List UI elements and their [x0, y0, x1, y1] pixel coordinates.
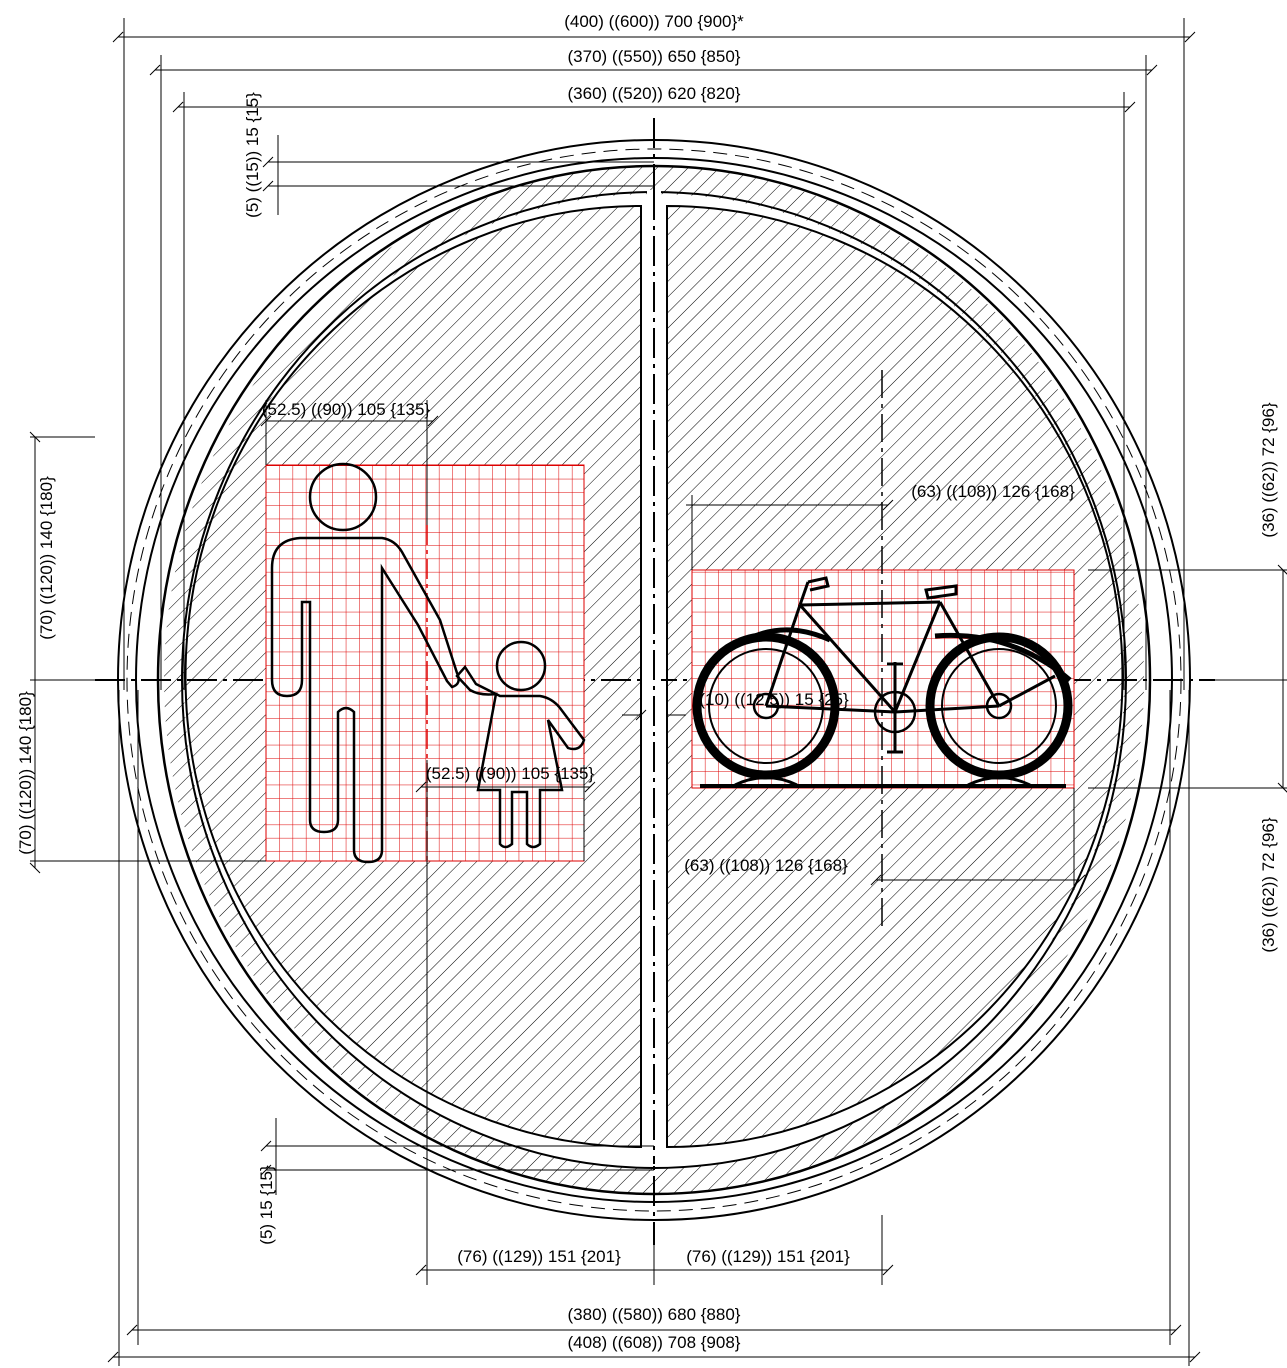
bicycle-grid — [691, 569, 1075, 789]
dim-bottom-half-left: (76) ((129)) 151 {201} — [457, 1247, 621, 1266]
dim-divider-gap: (10) ((12.5)) 15 {25} — [699, 690, 849, 709]
dim-left-border-top: (5) ((15)) 15 {15} — [243, 92, 262, 218]
dim-top-overall: (400) ((600)) 700 {900}* — [564, 12, 744, 31]
dim-bicycle-width-top: (63) ((108)) 126 {168} — [911, 482, 1075, 501]
dim-left-border-bottom: (5) 15 {15} — [257, 1165, 276, 1245]
dim-bottom-half-right: (76) ((129)) 151 {201} — [686, 1247, 850, 1266]
dim-pedestrian-width-bottom: (52.5) ((90)) 105 {135} — [426, 764, 595, 783]
dim-bicycle-height-lower: (36) ((62)) 72 {96} — [1259, 817, 1278, 952]
dim-top-third: (360) ((520)) 620 {820} — [568, 84, 741, 103]
divider-strip — [647, 190, 661, 1164]
dim-pedestrian-width-top: (52.5) ((90)) 105 {135} — [262, 400, 431, 419]
pedestrian-adult-icon — [270, 462, 460, 864]
dim-pedestrian-height-lower: (70) ((120)) 140 {180} — [16, 691, 35, 855]
dim-pedestrian-height-upper: (70) ((120)) 140 {180} — [37, 476, 56, 640]
bicycle-icon — [692, 576, 1073, 788]
dim-bicycle-width-bottom: (63) ((108)) 126 {168} — [684, 856, 848, 875]
dim-bicycle-height-upper: (36) ((62)) 72 {96} — [1259, 402, 1278, 537]
dimension-labels: (400) ((600)) 700 {900}* (370) ((550)) 6… — [16, 12, 1278, 1352]
pedestrian-grid — [265, 464, 585, 862]
dim-bottom-overall: (408) ((608)) 708 {908} — [568, 1333, 741, 1352]
dim-bottom-inner: (380) ((580)) 680 {880} — [568, 1305, 741, 1324]
dimension-lines — [29, 18, 1287, 1366]
dim-top-second: (370) ((550)) 650 {850} — [568, 47, 741, 66]
